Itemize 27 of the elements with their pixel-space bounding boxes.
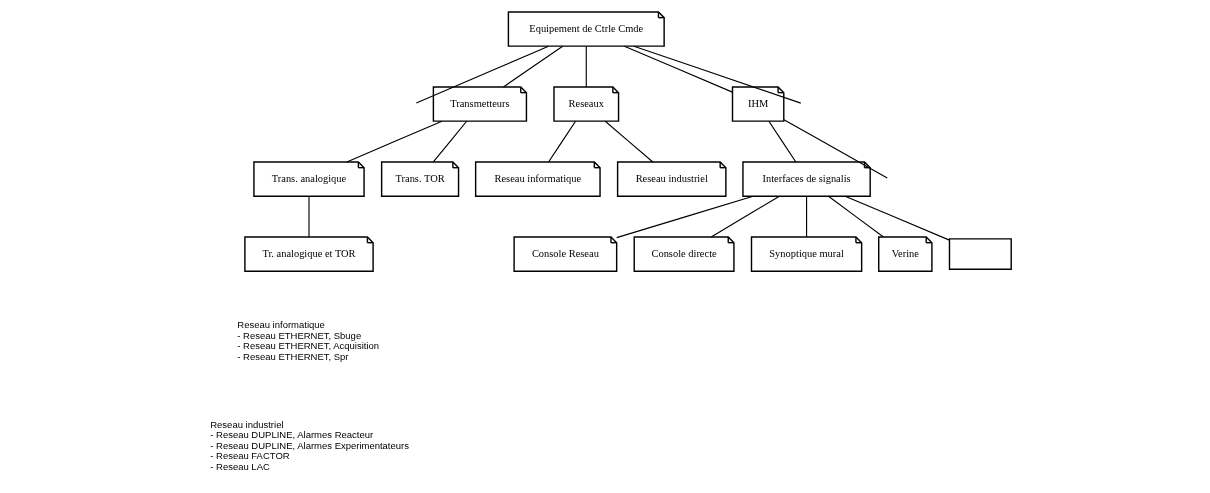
connector <box>710 195 780 238</box>
label: - Reseau ETHERNET, Spr <box>236 350 349 362</box>
label: - Reseau DUPLINE, Alarmes Experimentateurs <box>209 439 409 451</box>
label: - Reseau FACTOR <box>209 450 290 462</box>
connector <box>623 45 733 93</box>
label: - Reseau ETHERNET, Sbuge <box>236 329 361 341</box>
label: - Reseau ETHERNET, Acquisition <box>236 340 379 352</box>
connector <box>547 120 576 163</box>
node-box <box>948 238 1012 270</box>
label: - Reseau LAC <box>209 460 270 472</box>
connector <box>432 120 467 163</box>
connector <box>632 45 801 104</box>
label: Reseau informatique <box>236 319 325 331</box>
label: Reseau industriel <box>209 418 284 430</box>
connector <box>615 195 754 239</box>
connector <box>415 45 549 104</box>
connector <box>782 119 888 179</box>
connector <box>307 195 310 238</box>
connector <box>604 120 653 163</box>
connector <box>585 45 587 88</box>
connector <box>502 45 563 88</box>
label: - Reseau DUPLINE, Alarmes Reacteur <box>209 429 373 441</box>
connector <box>805 195 807 238</box>
connector <box>345 120 443 163</box>
connector <box>827 195 884 238</box>
connector <box>844 195 950 241</box>
connector <box>767 120 796 163</box>
